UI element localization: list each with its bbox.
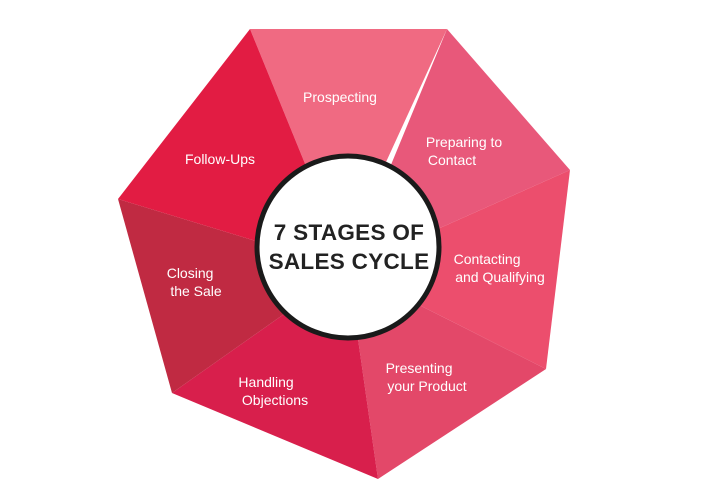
- center-circle: [254, 153, 442, 341]
- center-title-line-2: SALES CYCLE: [269, 249, 430, 274]
- segment-labels: Prospecting Preparing to Contact Contact…: [167, 89, 545, 408]
- label-preparing-to-contact: Preparing to Contact: [426, 134, 506, 168]
- label-prospecting: Prospecting: [303, 89, 377, 105]
- label-presenting-your-product: Presenting your Product: [386, 360, 467, 394]
- center-title-line-1: 7 STAGES OF: [274, 220, 424, 245]
- label-handling-objections: Handling Objections: [238, 374, 308, 408]
- segment-contacting-and-qualifying: [348, 170, 570, 369]
- label-contacting-and-qualifying: Contacting and Qualifying: [454, 251, 545, 285]
- label-closing-the-sale: Closing the Sale: [167, 265, 222, 299]
- label-follow-ups: Follow-Ups: [185, 151, 255, 167]
- segment-closing-the-sale: [118, 199, 348, 393]
- center-circle-group: 7 STAGES OF SALES CYCLE: [254, 153, 442, 341]
- segment-prospecting: [250, 29, 447, 269]
